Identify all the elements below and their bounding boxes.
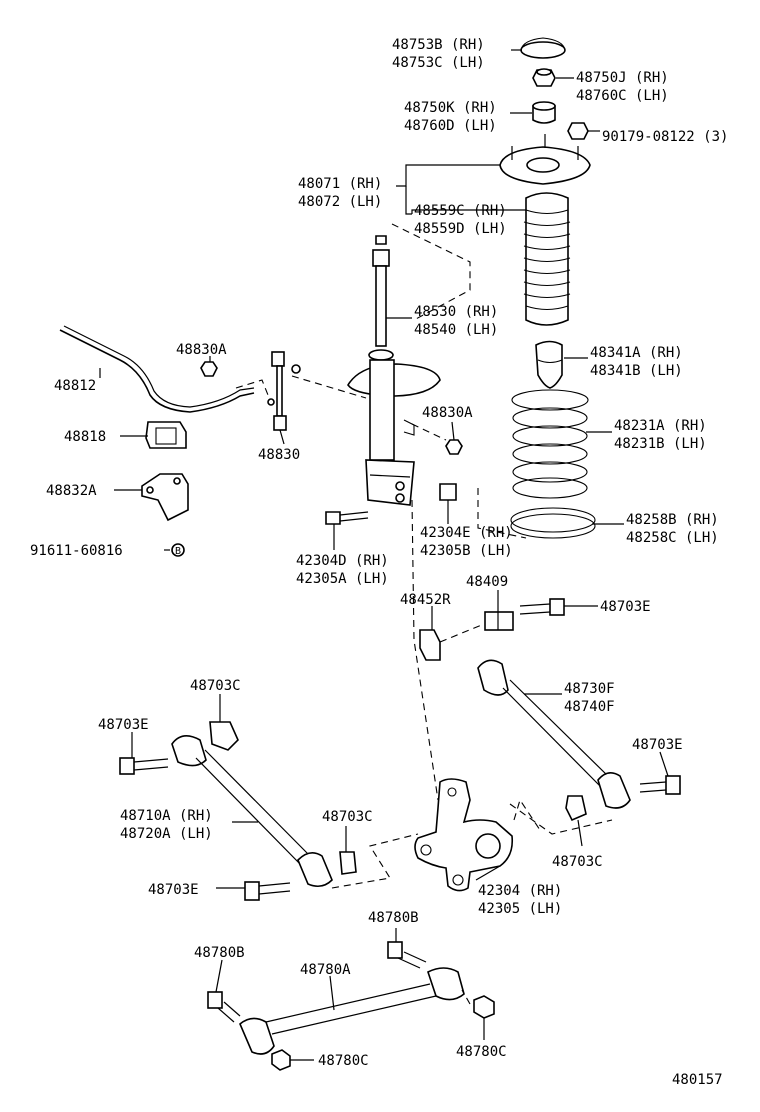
stabilizer-bar-part [59, 325, 255, 413]
callout-42304: 42304 (RH) [478, 883, 562, 899]
callout-48753b: 48753B (RH) [392, 37, 485, 53]
steering-knuckle-part [414, 778, 514, 892]
callout-48780c-left: 48780C [318, 1053, 369, 1069]
callout-48072: 48072 (LH) [298, 194, 382, 210]
stabilizer-bushing-part [145, 421, 187, 449]
strut-spacer-part [532, 101, 556, 124]
callout-48530: 48530 (RH) [414, 304, 498, 320]
trailing-arm-nut-right-part [473, 995, 495, 1019]
callout-48703e-upper: 48703E [600, 599, 651, 615]
bushing-part [439, 483, 457, 501]
bump-stopper-part [535, 340, 563, 389]
stabilizer-link-part [267, 351, 301, 431]
callout-48341b: 48341B (LH) [590, 363, 683, 379]
callout-48409: 48409 [466, 574, 508, 590]
arm-bushing-right-part [565, 795, 587, 822]
arm-bolt-right-part [639, 775, 681, 795]
dust-boot-part [523, 192, 571, 326]
strut-cap-part [520, 37, 566, 59]
callout-42305b: 42305B (LH) [420, 543, 513, 559]
reference-b-marker [164, 543, 185, 557]
callout-48703e-bottom: 48703E [148, 882, 199, 898]
callout-42304d: 42304D (RH) [296, 553, 389, 569]
collar-part [484, 611, 514, 631]
callout-48753c: 48753C (LH) [392, 55, 485, 71]
part-labels: 48753B (RH) 48753C (LH) 48750J (RH) 4876… [30, 37, 728, 1088]
callout-48703c-center: 48703C [322, 809, 373, 825]
arm-bushing-part [419, 629, 441, 661]
callout-90179: 90179-08122 (3) [602, 129, 728, 145]
callout-48780b-top: 48780B [368, 910, 419, 926]
callout-48071: 48071 (RH) [298, 176, 382, 192]
callout-48452r: 48452R [400, 592, 451, 608]
mount-nut-part [567, 122, 589, 140]
callout-48750j: 48750J (RH) [576, 70, 669, 86]
callout-48730f: 48730F [564, 681, 615, 697]
trailing-arm-part [239, 967, 465, 1055]
shock-absorber-part [347, 235, 441, 506]
callout-48258c: 48258C (LH) [626, 530, 719, 546]
stabilizer-bracket-part [141, 473, 189, 522]
callout-48710a: 48710A (RH) [120, 808, 213, 824]
trailing-arm-left-bolt-part [207, 991, 241, 1023]
callout-48703e-left: 48703E [98, 717, 149, 733]
callout-48818: 48818 [64, 429, 106, 445]
callout-48231b: 48231B (LH) [614, 436, 707, 452]
callout-48760c: 48760C (LH) [576, 88, 669, 104]
reference-b-letter: B [175, 546, 181, 557]
callout-42305: 42305 (LH) [478, 901, 562, 917]
callout-48830a-left: 48830A [176, 342, 227, 358]
strut-bolt-part [325, 511, 369, 525]
lower-arm-bushing-part [209, 721, 239, 751]
upper-arm-bolt-part [519, 598, 565, 616]
upper-lateral-arm-part [477, 659, 631, 809]
callout-48703e-right: 48703E [632, 737, 683, 753]
drawing-number: 480157 [672, 1072, 723, 1088]
callout-48780b-left: 48780B [194, 945, 245, 961]
callout-91611: 91611-60816 [30, 543, 123, 559]
callout-48760d: 48760D (LH) [404, 118, 497, 134]
lower-bolt-part [244, 881, 291, 901]
callout-42304e: 42304E (RH) [420, 525, 513, 541]
leader-lines [99, 49, 669, 1061]
callout-42305a: 42305A (LH) [296, 571, 389, 587]
strut-mount-part [499, 134, 591, 185]
link-nut-part [445, 439, 463, 455]
spring-insulator-part [510, 507, 596, 539]
callout-48703c-right: 48703C [552, 854, 603, 870]
lower-arm-bolt-part [119, 757, 169, 775]
callout-48780c-right: 48780C [456, 1044, 507, 1060]
callout-48258b: 48258B (RH) [626, 512, 719, 528]
callout-48750k: 48750K (RH) [404, 100, 497, 116]
callout-48231a: 48231A (RH) [614, 418, 707, 434]
callout-48703c-upper-left: 48703C [190, 678, 241, 694]
callout-48780a: 48780A [300, 962, 351, 978]
strut-nut-part [532, 68, 556, 87]
callout-48559d: 48559D (LH) [414, 221, 507, 237]
lower-arm-part [171, 735, 333, 888]
callout-48830a-right: 48830A [422, 405, 473, 421]
callout-48559c: 48559C (RH) [414, 203, 507, 219]
callout-48341a: 48341A (RH) [590, 345, 683, 361]
callout-48830: 48830 [258, 447, 300, 463]
callout-48540: 48540 (LH) [414, 322, 498, 338]
callout-48812: 48812 [54, 378, 96, 394]
stabilizer-nut-part [200, 361, 218, 377]
trailing-arm-top-bolt-part [387, 941, 427, 969]
alignment-lines [235, 223, 613, 1005]
knuckle-bushing-part [339, 851, 357, 875]
trailing-arm-nut-left-part [271, 1049, 291, 1071]
callout-48720a: 48720A (LH) [120, 826, 213, 842]
coil-spring-part [511, 389, 589, 499]
callout-48740f: 48740F [564, 699, 615, 715]
callout-48832a: 48832A [46, 483, 97, 499]
